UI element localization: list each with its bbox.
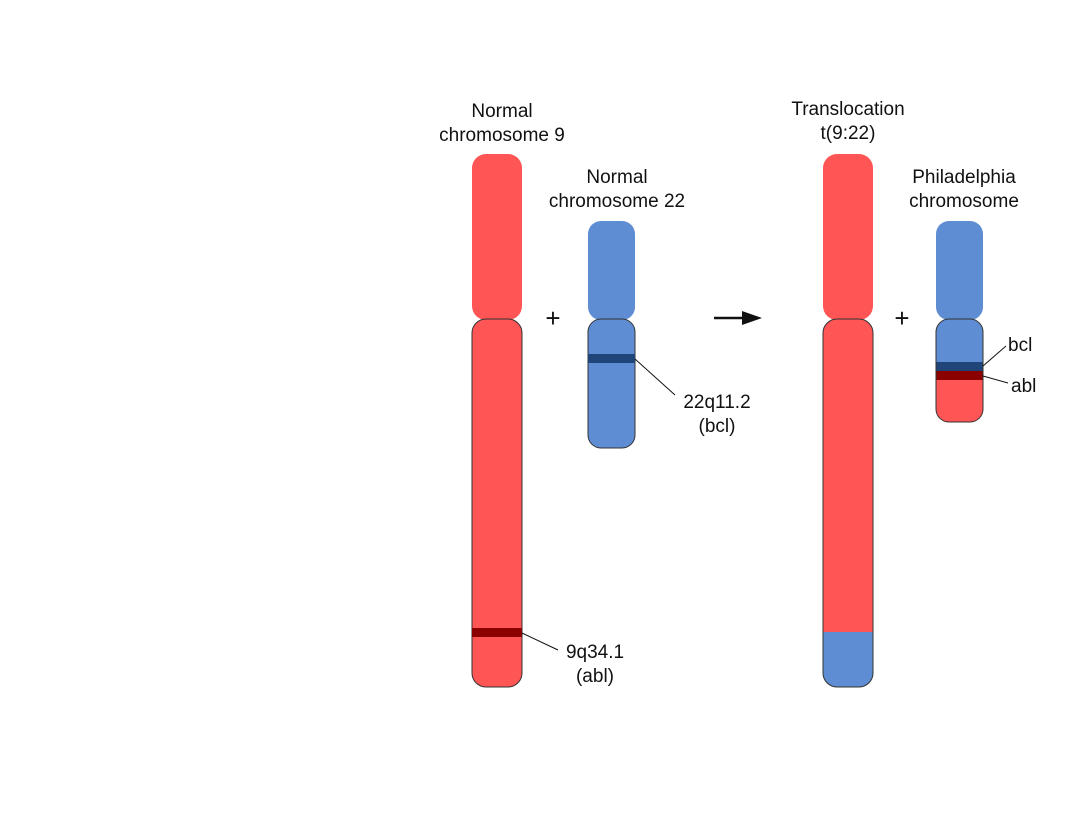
plus-sign-left: +: [545, 303, 560, 333]
chromosome-9: [471, 154, 523, 688]
ph-bcl-pointer-line: [982, 345, 1007, 367]
normal-chromosome-9-title-line1: Normal: [471, 101, 532, 122]
der9-long-arm-outline: [822, 318, 874, 688]
ph-bcl-label: bcl: [1008, 335, 1032, 356]
normal-chromosome-22-title-line2: chromosome 22: [549, 191, 685, 212]
derivative-chromosome-9: [822, 154, 874, 688]
bcl-pointer-line: [634, 358, 676, 396]
chromosome-9-short-arm: [472, 154, 522, 320]
ph-abl-pointer-line: [982, 375, 1009, 384]
der9-short-arm: [823, 154, 873, 320]
chromosome-22-long-arm: [587, 318, 636, 449]
plus-sign-right: +: [894, 303, 909, 333]
abl-locus-label-line2: (abl): [576, 666, 614, 687]
abl-band: [472, 628, 522, 637]
ph-short-arm: [936, 221, 983, 320]
der9-long-arm-red: [823, 319, 873, 632]
bcl-locus-label-line2: (bcl): [699, 416, 736, 437]
chromosome-22-short-arm: [588, 221, 635, 320]
normal-chromosome-9-title-line2: chromosome 9: [439, 125, 565, 146]
ph-bcl-band: [936, 362, 983, 371]
philadelphia-title-line1: Philadelphia: [912, 167, 1016, 188]
ph-long-arm-outline: [935, 318, 984, 423]
translocation-title-line2: t(9:22): [821, 123, 876, 144]
bcl-locus-label-line1: 22q11.2: [683, 392, 750, 413]
abl-pointer-line: [521, 632, 559, 651]
translocation-title-line1: Translocation: [791, 99, 904, 120]
right-arrow-icon: [714, 311, 762, 325]
ph-abl-label: abl: [1011, 376, 1036, 397]
der9-long-arm-red-base: [823, 600, 873, 632]
abl-locus-label-line1: 9q34.1: [566, 642, 624, 663]
ph-abl-band: [936, 371, 983, 380]
normal-chromosome-22-title-line1: Normal: [586, 167, 647, 188]
philadelphia-title-line2: chromosome: [909, 191, 1019, 212]
chromosome-22: [587, 221, 636, 449]
chromosome-9-long-arm: [471, 318, 523, 688]
philadelphia-chromosome: [935, 221, 984, 423]
bcl-band: [588, 354, 635, 363]
